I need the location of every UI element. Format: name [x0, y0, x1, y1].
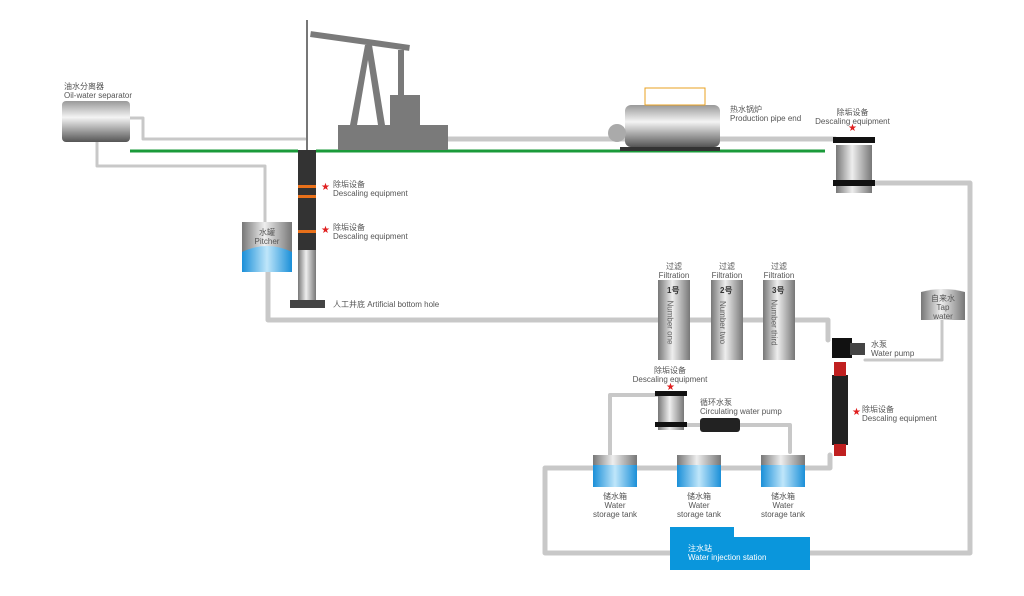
star-icon: ★: [666, 382, 675, 393]
pipes: [95, 116, 973, 556]
descaling-vertical: [832, 362, 848, 456]
descaling-box-circ: [655, 391, 687, 430]
star-icon: ★: [848, 123, 857, 134]
filtration-columns: [658, 280, 795, 360]
star-icon: ★: [321, 182, 330, 193]
filter-side-1: Number one: [665, 300, 675, 345]
filter-side-3: Number third: [769, 299, 779, 346]
filter-number-1: 1号: [667, 286, 680, 295]
pumpjack: [310, 31, 448, 150]
water-injection-station: [670, 527, 810, 570]
boiler: [608, 87, 720, 151]
star-icon: ★: [321, 225, 330, 236]
circulating-pump: [700, 418, 740, 432]
star-icon: ★: [852, 407, 861, 418]
water-pump: [832, 338, 865, 358]
tap-water-tank: [921, 289, 965, 320]
filter-number-3: 3号: [772, 286, 785, 295]
filter-side-2: Number two: [718, 300, 728, 345]
bottom-hole-label: 人工井底 Artificial bottom hole: [333, 300, 440, 309]
oil-water-separator: [62, 101, 130, 142]
storage-tanks: [593, 455, 805, 487]
descaling-box-top: [833, 137, 875, 193]
filter-number-2: 2号: [720, 286, 733, 295]
